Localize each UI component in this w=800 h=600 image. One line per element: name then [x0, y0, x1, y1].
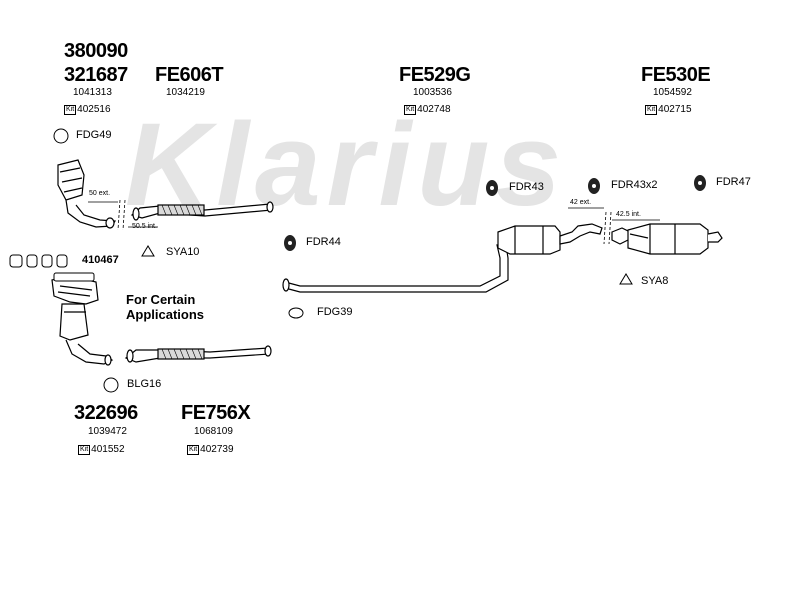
- fitting-label-sya10: SYA10: [166, 246, 200, 258]
- part-number: FE606T: [155, 64, 224, 86]
- applications-note-line2: Applications: [126, 307, 205, 322]
- dimension-note: 42 ext.: [570, 199, 592, 206]
- rubber-mount-hole-icon: [288, 181, 702, 245]
- reference-number: 1068109: [194, 426, 233, 437]
- fitting-label-fdr43x2: FDR43x2: [611, 179, 658, 191]
- kit-number-value: 401552: [91, 444, 125, 455]
- gasket-ring-icon: [53, 128, 69, 144]
- gasket-set-icon: [9, 254, 68, 268]
- rubber-mount-icon: [284, 175, 706, 251]
- kit-number: Kit 402516: [64, 104, 111, 115]
- fitting-label-fdg49: FDG49: [76, 129, 112, 141]
- fitting-label-sya8: SYA8: [641, 275, 669, 287]
- kit-number-value: 402516: [77, 104, 111, 115]
- part-number: FE530E: [641, 64, 711, 86]
- front-pipe-bottom: [124, 345, 272, 363]
- fitting-label-fdr44: FDR44: [306, 236, 341, 248]
- kit-tag-icon: Kit: [64, 104, 77, 115]
- kit-tag-icon: Kit: [78, 444, 91, 455]
- fitting-label-410467: 410467: [82, 254, 119, 266]
- manifold-gaskets-icon: [53, 272, 95, 282]
- part-number: 380090: [64, 40, 128, 62]
- part-number: FE756X: [181, 402, 251, 424]
- fitting-label-blg16: BLG16: [127, 378, 162, 390]
- part-number: FE529G: [399, 64, 471, 86]
- part-number: 322696: [74, 402, 138, 424]
- rear-silencer: [611, 223, 723, 255]
- fitting-label-fdr43: FDR43: [509, 181, 544, 193]
- reference-number: 1041313: [73, 87, 112, 98]
- kit-number: Kit 402715: [645, 104, 692, 115]
- reference-number: 1039472: [88, 426, 127, 437]
- fitting-label-fdg39: FDG39: [317, 306, 353, 318]
- dimension-note: 42.5 int.: [616, 211, 641, 218]
- applications-note-line1: For Certain: [126, 292, 196, 307]
- kit-number-value: 402715: [658, 104, 692, 115]
- reference-number: 1054592: [653, 87, 692, 98]
- reference-number: 1003536: [413, 87, 452, 98]
- kit-tag-icon: Kit: [187, 444, 200, 455]
- kit-number-value: 402748: [417, 104, 451, 115]
- middle-silencer: [282, 223, 603, 293]
- kit-tag-icon: Kit: [645, 104, 658, 115]
- front-pipe-top: [130, 201, 274, 221]
- dimension-note: 50.5 int.: [132, 223, 157, 230]
- kit-number: Kit 401552: [78, 444, 125, 455]
- part-number: 321687: [64, 64, 128, 86]
- catalytic-converter-bottom: [51, 275, 114, 366]
- fitting-label-fdr47: FDR47: [716, 176, 751, 188]
- kit-number: Kit 402739: [187, 444, 234, 455]
- bolt-ring-icon: [103, 377, 119, 393]
- reference-number: 1034219: [166, 87, 205, 98]
- catalytic-converter-top: [57, 159, 117, 229]
- section-breaks: [88, 199, 660, 245]
- dimension-note: 50 ext.: [89, 190, 111, 197]
- flange-gasket-icon: [288, 307, 304, 319]
- kit-number: Kit 402748: [404, 104, 451, 115]
- kit-number-value: 402739: [200, 444, 234, 455]
- clamp-icon: [141, 245, 633, 285]
- kit-tag-icon: Kit: [404, 104, 417, 115]
